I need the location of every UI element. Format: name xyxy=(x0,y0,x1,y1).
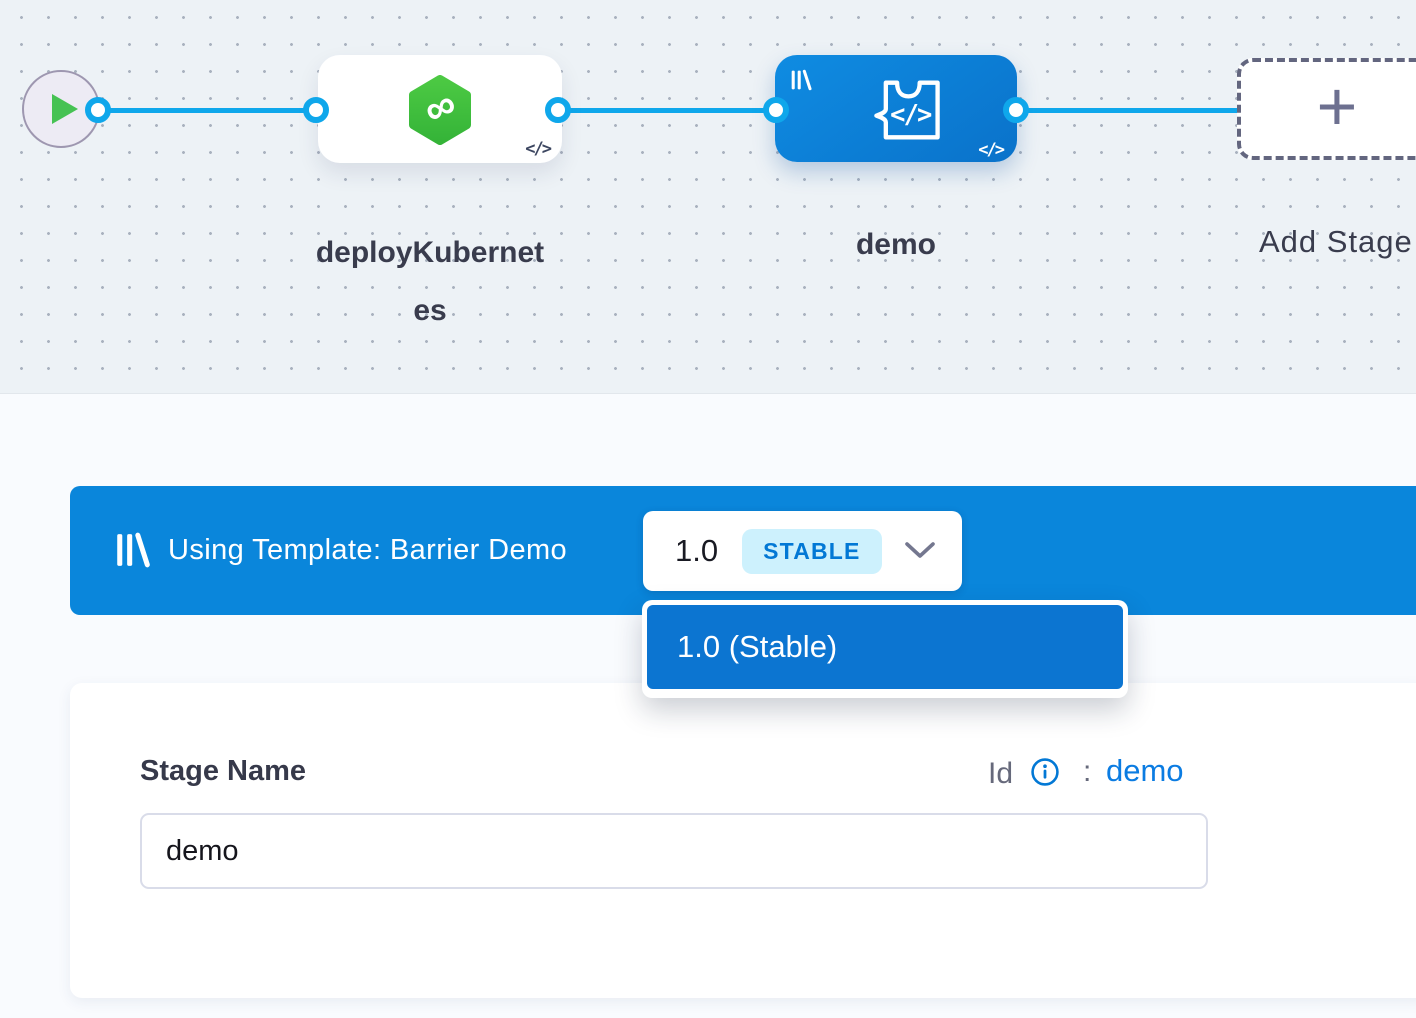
edge-deploy-demo xyxy=(558,108,776,113)
chevron-down-icon xyxy=(904,541,936,561)
using-template-label: Using Template: Barrier Demo xyxy=(168,534,568,566)
stage-label-deploy-kubernetes[interactable]: deployKubernetes xyxy=(315,236,545,327)
stable-badge: STABLE xyxy=(742,528,882,574)
custom-stage-icon: </> xyxy=(851,78,947,147)
template-version-select[interactable]: 1.0 STABLE xyxy=(643,511,962,591)
svg-text:</>: </> xyxy=(890,99,932,129)
id-label: Id xyxy=(988,757,1014,790)
template-library-icon xyxy=(789,68,813,92)
edge-demo-add xyxy=(1016,108,1240,113)
stage-node-demo[interactable]: </> </> xyxy=(775,55,1017,162)
stage-label-add-stage[interactable]: Add Stage xyxy=(1259,224,1413,259)
using-template-banner: Using Template: Barrier Demo 1.0 STABLE xyxy=(70,486,1416,615)
yaml-code-icon[interactable]: </> xyxy=(978,140,1005,160)
info-icon[interactable] xyxy=(1030,757,1060,787)
version-value: 1.0 xyxy=(675,533,719,568)
port-deploy-in[interactable] xyxy=(303,97,329,123)
stage-overview-card: Stage Name Id : demo xyxy=(70,683,1416,998)
stage-name-label: Stage Name xyxy=(140,755,307,787)
stage-id-link[interactable]: demo xyxy=(1106,753,1184,788)
port-demo-in[interactable] xyxy=(763,97,789,123)
edge-start-deploy xyxy=(98,108,318,113)
port-deploy-out[interactable] xyxy=(545,97,571,123)
plus-icon: + xyxy=(1316,67,1358,145)
template-library-icon xyxy=(113,531,151,569)
version-menu-item-1-0-stable[interactable]: 1.0 (Stable) xyxy=(647,605,1123,689)
stage-node-deploy-kubernetes[interactable]: ∞ </> xyxy=(318,55,562,163)
port-demo-out[interactable] xyxy=(1003,97,1029,123)
pipeline-canvas[interactable]: ∞ </> </> </> + deployKubernetes demo A xyxy=(0,0,1416,394)
stage-label-demo[interactable]: demo xyxy=(855,228,936,261)
stage-name-input[interactable] xyxy=(140,813,1208,889)
yaml-code-icon[interactable]: </> xyxy=(525,139,552,159)
deploy-hexagon-icon: ∞ xyxy=(408,75,472,145)
add-stage-node[interactable]: + xyxy=(1237,58,1416,160)
port-start-out[interactable] xyxy=(85,97,111,123)
play-icon xyxy=(52,94,78,124)
id-separator: : xyxy=(1083,755,1092,788)
version-dropdown-menu: 1.0 (Stable) xyxy=(642,600,1128,698)
